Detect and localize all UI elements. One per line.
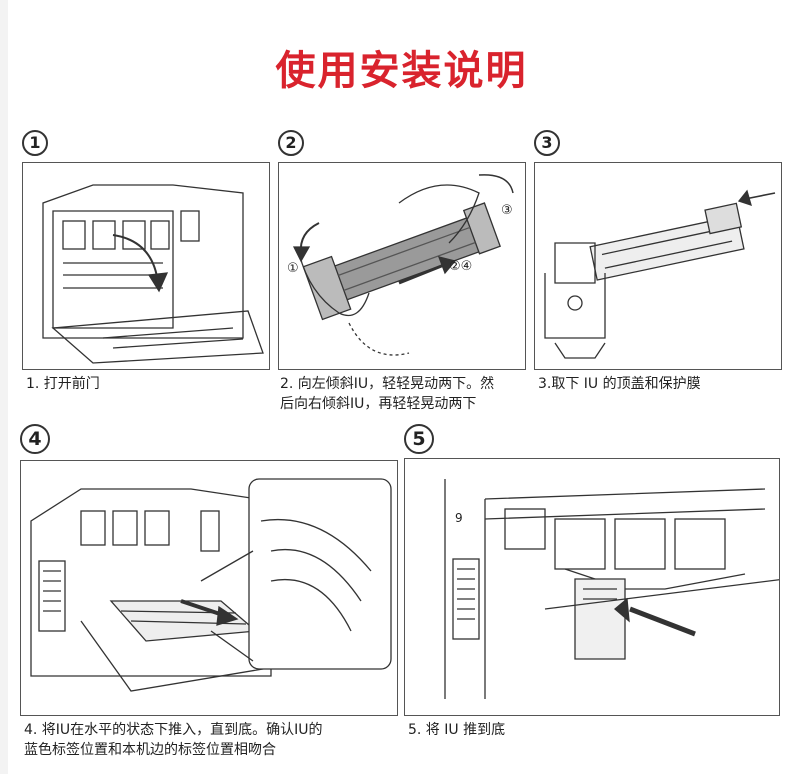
step-5-illustration: 9 xyxy=(404,458,780,716)
step-3-caption: 3.取下 IU 的顶盖和保护膜 xyxy=(538,376,701,392)
step-1-illustration xyxy=(22,162,270,370)
step-3-number: 3 xyxy=(534,130,560,156)
step-2-illustration: ① ②④ ③ xyxy=(278,162,526,370)
step-2-label-3: ③ xyxy=(501,203,513,218)
step-2-label-24: ②④ xyxy=(449,259,473,274)
step-3-illustration xyxy=(534,162,782,370)
step-2-number: 2 xyxy=(278,130,304,156)
step-1-caption: 1. 打开前门 xyxy=(26,376,100,392)
left-edge-strip xyxy=(0,0,8,774)
step-5-caption: 5. 将 IU 推到底 xyxy=(408,722,506,738)
step-1-number: 1 xyxy=(22,130,48,156)
step-2-caption-line-2: 后向右倾斜IU，再轻轻晃动两下 xyxy=(280,396,477,412)
step-2-caption-line-1: 2. 向左倾斜IU，轻轻晃动两下。然 xyxy=(280,376,495,392)
step-5-number: 5 xyxy=(404,424,434,454)
step-5-label: 9 xyxy=(455,511,463,525)
step-4-number: 4 xyxy=(20,424,50,454)
step-4-caption-line-1: 4. 将IU在水平的状态下推入，直到底。确认IU的 xyxy=(24,722,323,738)
page-title: 使用安装说明 xyxy=(275,48,528,94)
step-2-label-1: ① xyxy=(287,261,299,276)
step-4-caption-line-2: 蓝色标签位置和本机边的标签位置相吻合 xyxy=(24,742,276,758)
step-4-illustration xyxy=(20,460,398,716)
